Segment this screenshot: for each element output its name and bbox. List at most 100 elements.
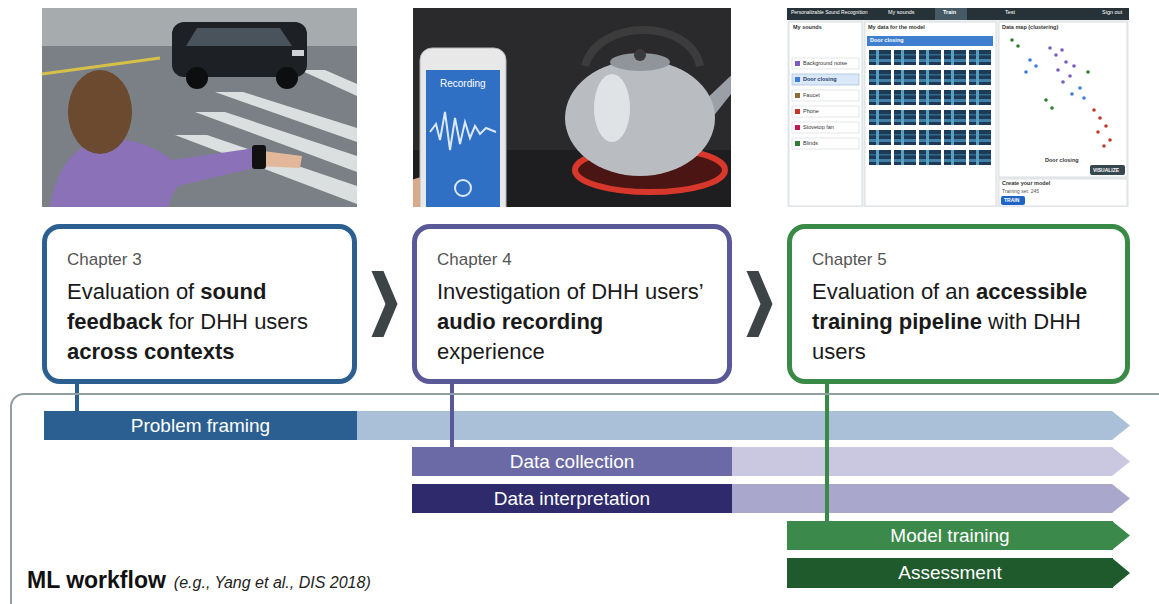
illustration-shape: [1034, 64, 1038, 68]
illustration-shape: [1028, 58, 1032, 62]
screen-text: Phone: [803, 109, 819, 115]
screen-text: My sounds: [793, 25, 822, 31]
band-extension: [356, 411, 1130, 440]
chevron-arrow: [747, 271, 773, 337]
chapter-heading: Chapter 3: [67, 249, 336, 271]
illustration-shape: [1024, 70, 1028, 74]
illustration-shape: [867, 36, 993, 46]
band-tip: [1111, 558, 1130, 588]
illustration-shape: [1078, 86, 1082, 90]
illustration-shape: [292, 50, 304, 56]
band-label: Assessment: [898, 562, 1001, 584]
illustration-shape: [1056, 68, 1060, 72]
illustration-shape: [426, 70, 500, 207]
street-photo: [42, 8, 357, 207]
illustration-shape: [1090, 165, 1125, 175]
illustration-shape: [50, 138, 262, 207]
connector-part: [75, 383, 79, 411]
illustration-shape: [42, 8, 357, 207]
illustration-shape: [795, 141, 800, 146]
screen-text: Sign out: [1102, 10, 1122, 16]
chapter-description: Evaluation of sound feedback for DHH use…: [67, 277, 336, 367]
emphasis: recording: [502, 309, 603, 334]
kettle-photo: [413, 8, 731, 207]
emphasis: across: [67, 339, 138, 364]
ui-screenshot: [787, 8, 1129, 207]
illustration-shape: [420, 48, 506, 207]
illustration-shape: [68, 70, 132, 154]
screen-text: VISUALIZE: [1093, 168, 1119, 173]
illustration-shape: [1061, 80, 1065, 84]
screen-text: My data for the model: [868, 25, 925, 31]
workflow-band: Problem framing: [44, 411, 357, 440]
illustration-shape: [999, 179, 1127, 206]
emphasis: contexts: [144, 339, 234, 364]
connector-part: [372, 271, 398, 337]
illustration-shape: [1092, 108, 1096, 112]
region-citation: (e.g., Yang et al., DIS 2018): [174, 574, 371, 591]
workflow-band: Model training: [787, 521, 1113, 550]
workflow-band: Data collection: [412, 447, 732, 476]
illustration-shape: [1092, 108, 1112, 148]
illustration-shape: [795, 61, 800, 66]
illustration-shape: [792, 122, 859, 133]
illustration-shape: [1096, 130, 1100, 134]
workflow-band: Data interpretation: [412, 484, 732, 513]
screen-text: Faucet: [803, 93, 820, 99]
illustration-shape: [1104, 124, 1108, 128]
illustration-shape: [1001, 196, 1025, 205]
emphasis: pipeline: [899, 309, 982, 334]
illustration-shape: [999, 22, 1127, 177]
chapter-description: Evaluation of an accessible training pip…: [812, 277, 1109, 367]
illustration-shape: [186, 67, 208, 89]
illustration-shape: [300, 70, 357, 96]
screen-text: Personalizable Sound Recognition: [791, 10, 867, 15]
chapter-heading: Chapter 5: [812, 249, 1109, 271]
illustration-shape: [585, 30, 700, 66]
emphasis: feedback: [67, 309, 162, 334]
illustration-shape: [1098, 116, 1102, 120]
illustration-shape: [1050, 106, 1054, 110]
illustration-shape: [634, 49, 646, 61]
emphasis: training: [812, 309, 893, 334]
illustration-shape: [1024, 58, 1086, 100]
illustration-shape: [1108, 138, 1112, 142]
region-heading: ML workflow: [27, 567, 166, 593]
screen-text: Background noise: [803, 61, 847, 67]
screen-text: Train: [943, 10, 956, 16]
illustration-shape: [1044, 98, 1048, 102]
illustration-shape: [565, 60, 715, 176]
illustration-shape: [795, 109, 800, 114]
illustration-shape: [787, 8, 1129, 20]
region-title: ML workflow (e.g., Yang et al., DIS 2018): [27, 567, 371, 594]
illustration-shape: [1048, 46, 1076, 84]
band-label: Model training: [890, 525, 1009, 547]
illustration-shape: [935, 8, 967, 20]
emphasis: sound: [200, 279, 266, 304]
band-label: Data interpretation: [494, 488, 650, 510]
workflow-band: Assessment: [787, 558, 1113, 588]
illustration-shape: [792, 74, 859, 85]
leader-line: [827, 383, 828, 521]
illustration-shape: [1086, 70, 1090, 74]
band-label: Data collection: [510, 451, 635, 473]
screen-text: Recording: [440, 79, 486, 89]
screen-text: Create your model: [1002, 181, 1050, 187]
chapter-description: Investigation of DHH users’ audio record…: [437, 277, 711, 367]
illustration-shape: [1064, 60, 1068, 64]
illustration-shape: [1016, 44, 1020, 48]
chapter-heading: Chapter 4: [437, 249, 711, 271]
illustration-shape: [792, 106, 859, 117]
illustration-shape: [1068, 74, 1072, 78]
screen-text: Door closing: [803, 77, 837, 83]
illustration-shape: [787, 8, 1129, 207]
illustration-shape: [865, 22, 996, 206]
band-label: Problem framing: [131, 415, 270, 437]
workflow-region: ML workflow (e.g., Yang et al., DIS 2018)…: [10, 393, 1159, 604]
band-extension: [731, 484, 1130, 513]
illustration-shape: [1082, 96, 1086, 100]
chevron-arrow: [372, 271, 398, 337]
illustration-shape: [1072, 64, 1076, 68]
emphasis: audio: [437, 309, 496, 334]
